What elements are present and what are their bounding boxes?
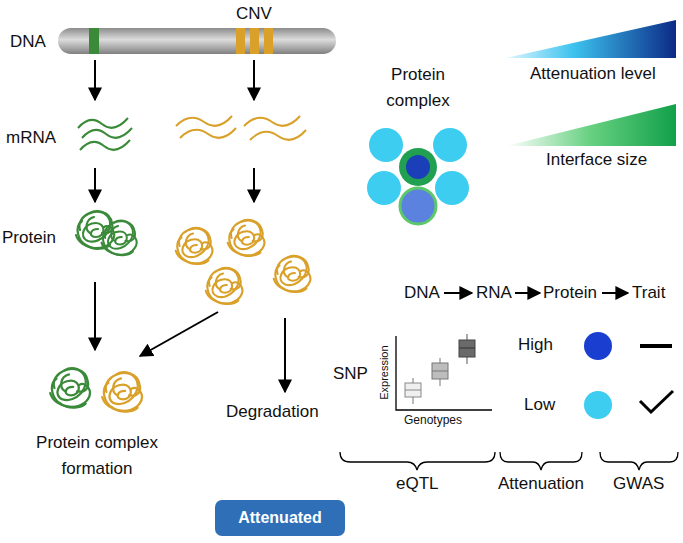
cnv-band [264, 28, 273, 54]
label: Expression [378, 345, 391, 399]
attenuation-wedge [506, 20, 676, 58]
label: Protein [2, 228, 56, 248]
result-box: Attenuated [215, 500, 345, 536]
flow-arrows [95, 60, 285, 392]
check-mark [640, 391, 673, 412]
label: Genotypes [404, 413, 462, 427]
label: mRNA [6, 128, 56, 148]
high-circle [584, 332, 612, 360]
label: DNA [404, 283, 440, 303]
label: Protein [543, 283, 597, 303]
box-text: Attenuated [238, 509, 322, 527]
mrna-strands [78, 116, 306, 150]
low-circle [584, 391, 612, 419]
label: High [518, 335, 553, 355]
no-effect-bar [640, 344, 672, 348]
label: Protein complex [363, 62, 473, 113]
label: Degradation [226, 402, 319, 422]
label: DNA [10, 32, 46, 52]
interface-wedge [506, 104, 676, 146]
label: Low [524, 395, 555, 415]
label: Attenuation level [530, 64, 656, 84]
cnv-band [250, 28, 259, 54]
chromosome [58, 28, 336, 54]
chain-arrows [444, 292, 628, 294]
cnv-band [236, 28, 245, 54]
gene-band [89, 28, 99, 54]
label: eQTL [396, 474, 439, 494]
label: SNP [333, 364, 368, 384]
label: Protein complex formation [22, 430, 172, 481]
label: Attenuation [498, 474, 584, 494]
label: GWAS [613, 474, 664, 494]
label: CNV [236, 4, 272, 24]
braces [340, 452, 678, 470]
label: Interface size [546, 150, 647, 170]
protein-complex [367, 128, 469, 224]
box-plot [396, 334, 492, 410]
proteins [50, 211, 310, 411]
label: RNA [476, 283, 512, 303]
label: Trait [632, 283, 665, 303]
